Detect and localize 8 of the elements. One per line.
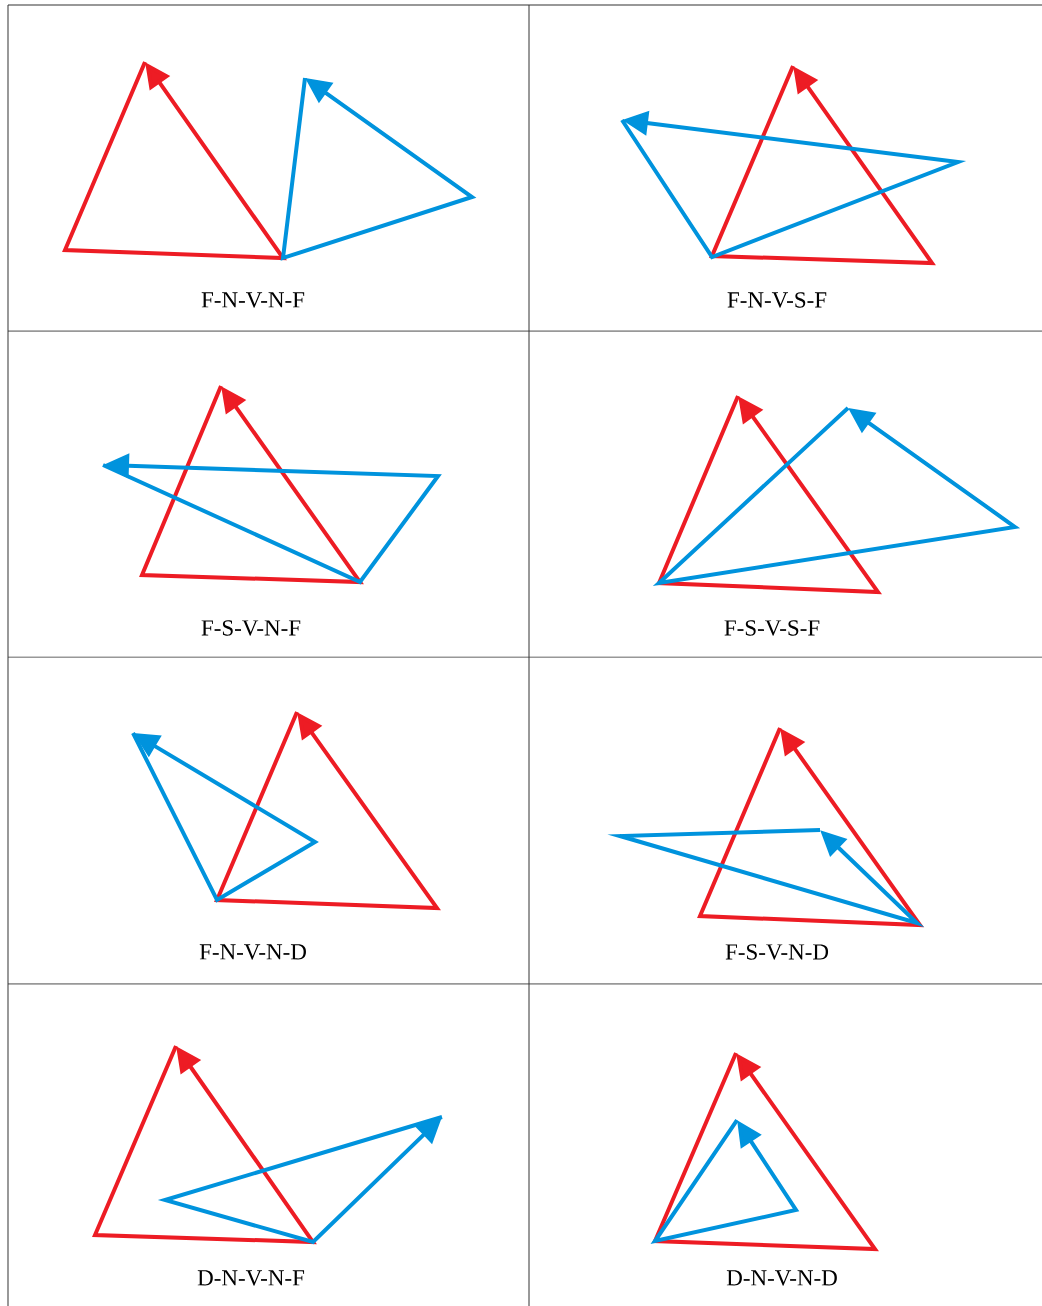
diagram-label: F-N-V-N-D (199, 944, 306, 960)
diagram-label: F-S-V-S-F (724, 620, 820, 636)
diagram-label: F-N-V-N-F (201, 292, 305, 308)
diagram-label: F-S-V-N-D (725, 944, 829, 960)
diagram-label: D-N-V-N-F (197, 1270, 305, 1286)
diagram-label: F-S-V-N-F (201, 620, 301, 636)
diagram-label: D-N-V-N-D (726, 1270, 837, 1286)
diagram-label: F-N-V-S-F (727, 292, 827, 308)
